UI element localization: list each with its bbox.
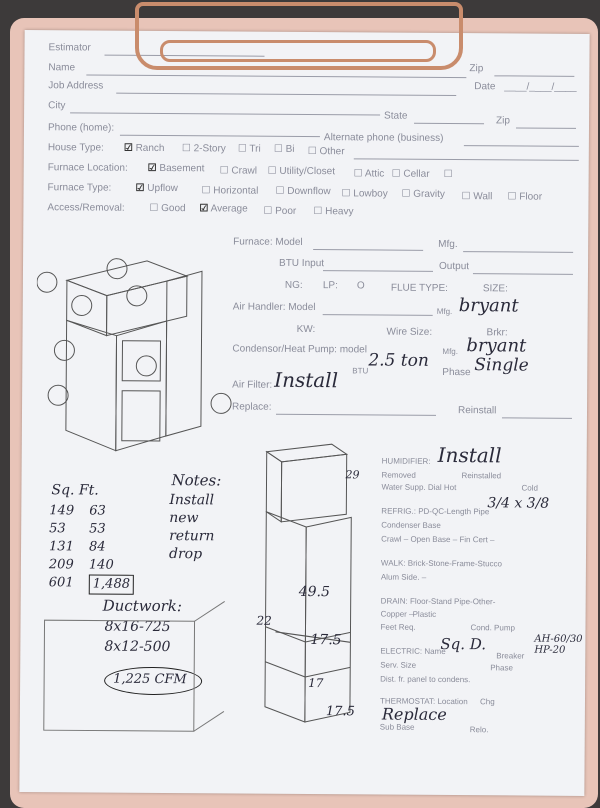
- phase2-label: Phase: [490, 663, 513, 673]
- breaker-value: AH-60/30 HP-20: [534, 633, 583, 656]
- clipboard-clip: [135, 2, 463, 70]
- plastic-label: Plastic: [412, 609, 437, 619]
- clip-lever: [160, 40, 436, 62]
- sqft-col-b: 63 53 84 140 1,488: [88, 503, 135, 595]
- electric-label: ELECTRIC: Name: [380, 646, 446, 656]
- removed-label: Removed: [381, 470, 416, 480]
- ng-label: NG:: [284, 279, 303, 291]
- dim-17: 17: [308, 676, 324, 691]
- condensor-mfg-label: Mfg.: [442, 346, 459, 357]
- reinstall-label: Reinstall: [457, 405, 497, 417]
- breaker-label: Breaker: [496, 651, 525, 661]
- serv-size-label: Serv. Size: [380, 660, 417, 670]
- drain-label: DRAIN: Floor-Stand Pipe-Other-: [380, 596, 496, 607]
- cabinet-sketch: [264, 443, 352, 723]
- dim-22: 22: [256, 613, 272, 628]
- name-label: Name: [48, 62, 76, 74]
- phase-label: Phase: [442, 366, 471, 379]
- bottom-sketch: [43, 601, 225, 732]
- wire-size-label: Wire Size:: [386, 326, 433, 338]
- sub-base-label: Sub Base: [379, 722, 415, 732]
- air-handler-label: Air Handler: Model: [232, 301, 316, 314]
- furnace-location-label: Furnace Location:: [47, 162, 128, 174]
- date-label: Date: [474, 81, 496, 93]
- lp-label: LP:: [322, 280, 338, 292]
- refrig-value: 3/4 x 3/8: [487, 495, 550, 512]
- phase-value: Single: [474, 355, 529, 376]
- furnace-mfg-label: Mfg.: [438, 238, 458, 251]
- relo-label: Relo.: [469, 725, 489, 735]
- estimate-form: Estimator Name Zip Job Address Date ____…: [19, 30, 590, 796]
- furnace-model-label: Furnace: Model: [233, 236, 303, 248]
- house-type-label: House Type:: [47, 142, 104, 154]
- copper-label: Copper –: [380, 609, 414, 619]
- chg-label: Chg: [479, 697, 495, 707]
- dim-17-5-b: 17.5: [325, 704, 355, 720]
- city-label: City: [48, 100, 66, 112]
- estimator-label: Estimator: [48, 42, 91, 54]
- dim-29: 29: [345, 468, 360, 482]
- btu-value: 2.5 ton: [368, 350, 429, 371]
- thermostat-value: Replace: [381, 704, 447, 725]
- walk-label: WALK: Brick-Stone-Frame-Stucco: [380, 558, 503, 569]
- air-filter-label: Air Filter:: [232, 379, 273, 391]
- notes-list: Install new return drop: [168, 492, 215, 563]
- reinstalled-label: Reinstalled: [461, 471, 502, 481]
- btu-label: BTU: [352, 366, 369, 376]
- alum-label: Alum Side. –: [380, 572, 427, 582]
- btu-input-label: BTU Input: [279, 257, 325, 270]
- air-handler-mfg-label: Mfg.: [436, 306, 453, 317]
- condensor-label: Condensor/Heat Pump: model: [232, 343, 368, 356]
- dim-49-5: 49.5: [298, 583, 330, 601]
- refrig-label: REFRIG.: PD-QC-Length Pipe: [381, 506, 490, 517]
- dim-17-5-a: 17.5: [310, 632, 342, 649]
- access-label: Access/Removal:: [47, 202, 125, 214]
- condensor-mfg-value: bryant: [466, 335, 527, 357]
- air-filter-value: Install: [274, 367, 339, 393]
- water-supp-label: Water Supp. Dial Hot: [381, 482, 457, 493]
- cold-label: Cold: [521, 483, 538, 493]
- humidifier-label: HUMIDIFIER:: [381, 456, 431, 466]
- flue-label: FLUE TYPE:: [390, 282, 448, 294]
- o-label: O: [356, 280, 365, 292]
- sqft-col-a: 149 53 131 209 601: [48, 503, 75, 591]
- notes-title: Notes:: [171, 471, 222, 490]
- air-handler-mfg-value: bryant: [458, 295, 519, 317]
- electric-name-value: Sq. D.: [440, 634, 487, 654]
- replace-label: Replace:: [232, 401, 272, 413]
- job-address-label: Job Address: [48, 80, 104, 92]
- output-label: Output: [438, 260, 470, 273]
- feet-req-label: Feet Req.: [380, 622, 416, 632]
- furnace-type-label: Furnace Type:: [47, 182, 112, 194]
- crawl-open-label: Crawl – Open Base – Fin Cert –: [381, 534, 495, 545]
- furnace-sketch: [36, 258, 232, 452]
- humidifier-value: Install: [437, 442, 502, 468]
- zip-top-label: Zip: [469, 63, 484, 75]
- sqft-title: Sq. Ft.: [51, 482, 99, 499]
- condenser-base-label: Condenser Base: [381, 520, 441, 530]
- alt-phone-label: Alternate phone (business): [323, 132, 444, 144]
- cond-pump-label: Cond. Pump: [470, 623, 516, 633]
- phone-home-label: Phone (home):: [47, 122, 115, 134]
- zip-label: Zip: [496, 115, 510, 127]
- kw-label: KW:: [296, 323, 316, 336]
- state-label: State: [384, 110, 408, 122]
- size-label: SIZE:: [482, 283, 508, 295]
- dist-label: Dist. fr. panel to condens.: [380, 674, 471, 685]
